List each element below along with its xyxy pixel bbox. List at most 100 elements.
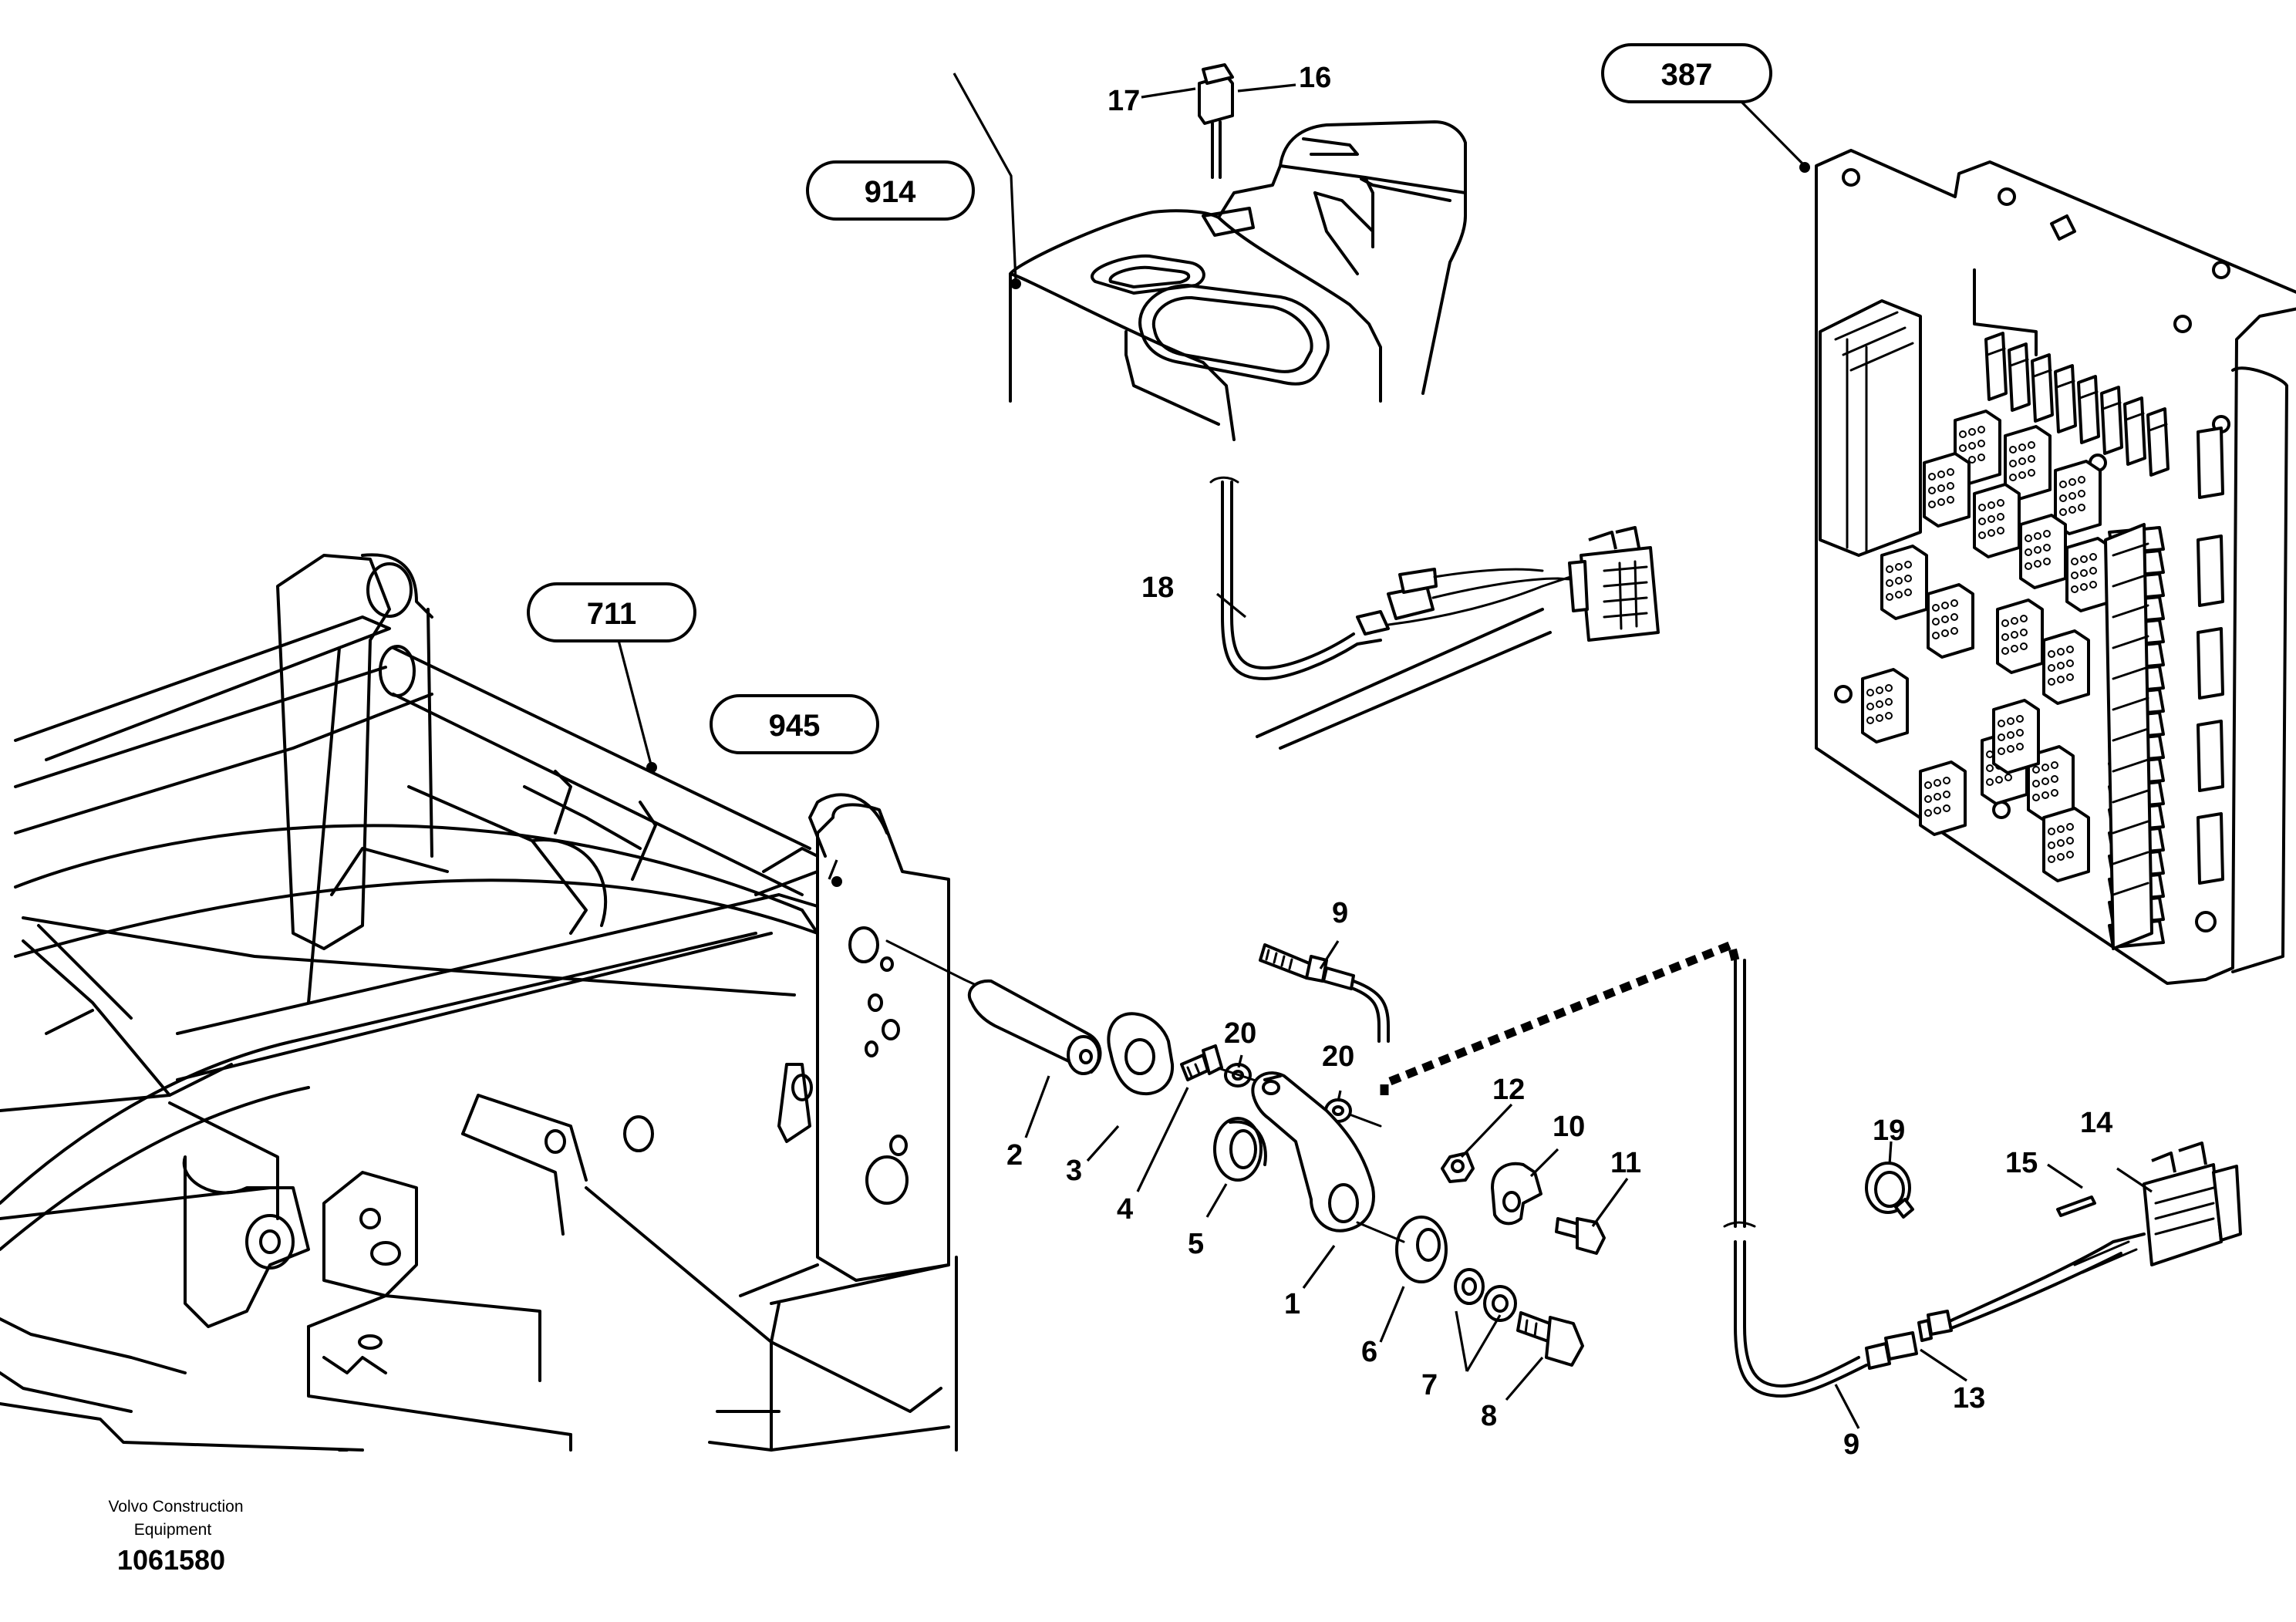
- connector-pin: [1978, 504, 1986, 511]
- callout-8: 8: [1481, 1400, 1497, 1432]
- callout-numbers: 17 16 18 9 20 20 2 3 4 5 12 10 11 1 6 7 …: [1006, 62, 2112, 1461]
- group-reference-387: 387: [1601, 43, 1772, 103]
- connector-pin: [1876, 700, 1883, 708]
- connector-pin: [1885, 698, 1893, 706]
- connector-pin: [1950, 613, 1958, 621]
- connector-pin: [2043, 530, 2051, 538]
- connector-pin: [1947, 482, 1954, 490]
- connector-pin: [1977, 440, 1985, 447]
- connector-pin: [1995, 776, 2003, 784]
- connector-pin: [2059, 494, 2067, 502]
- connector-pin: [2057, 839, 2065, 847]
- connector-pin: [2032, 780, 2040, 787]
- relay: [1984, 332, 2008, 401]
- connector-pin: [1997, 499, 2004, 507]
- connector-pin: [1924, 781, 1932, 789]
- connector-block: [1919, 760, 1967, 836]
- connector-pin: [1937, 498, 1945, 506]
- relay-detail: [2125, 412, 2145, 421]
- connector-pin: [2011, 645, 2018, 653]
- connector-pin: [2068, 492, 2076, 500]
- relay-detail: [2102, 401, 2122, 410]
- connector-pin: [1932, 632, 1940, 639]
- callout-12: 12: [1492, 1074, 1525, 1106]
- connector-pin: [1928, 501, 1936, 508]
- callout-16: 16: [1299, 62, 1331, 94]
- group-reference-711: 711: [527, 582, 696, 642]
- callout-13: 13: [1953, 1382, 1985, 1415]
- relay: [2031, 353, 2054, 423]
- connector-pin: [2016, 729, 2024, 737]
- connector-pin: [1886, 593, 1893, 601]
- connector-pin: [1941, 615, 1949, 623]
- group-label: 945: [769, 709, 821, 743]
- connector-pin: [1998, 747, 2005, 755]
- company-name-line2: Equipment: [134, 1521, 212, 1539]
- connector-block: [2042, 807, 2090, 882]
- callout-1: 1: [1284, 1288, 1300, 1320]
- connector-pin: [2020, 615, 2028, 622]
- connector-pin: [2080, 583, 2088, 591]
- connector-pin: [2028, 455, 2035, 463]
- connector-pin: [1968, 456, 1976, 464]
- connector-pin: [2048, 855, 2055, 863]
- connector-block: [1927, 583, 1974, 659]
- callout-2: 2: [1006, 1139, 1023, 1172]
- relay-detail: [2148, 423, 2168, 432]
- connector-pin: [1895, 577, 1903, 585]
- connector-pin: [2089, 581, 2097, 588]
- connector-pin: [2089, 553, 2097, 561]
- connector-pin: [2004, 774, 2012, 781]
- callout-20-right: 20: [1322, 1040, 1354, 1073]
- connector-block: [1861, 668, 1909, 744]
- connector-pin: [2041, 791, 2049, 799]
- connector-pin: [2007, 717, 2014, 725]
- connector-pin: [2043, 544, 2051, 551]
- connector-pin: [1988, 529, 1995, 537]
- group-label: 387: [1661, 58, 1713, 92]
- connector-pin: [1934, 793, 1941, 801]
- connector-pin: [1895, 563, 1903, 571]
- relay-detail: [1986, 347, 2006, 356]
- connector-pin: [2034, 546, 2041, 554]
- relay: [2123, 396, 2146, 466]
- callout-7: 7: [1421, 1369, 1438, 1401]
- connector-pin: [2059, 508, 2067, 516]
- connector-pin: [1941, 629, 1949, 637]
- callout-14: 14: [2080, 1107, 2112, 1139]
- connector-pin: [2048, 664, 2055, 672]
- connector-pin: [2032, 794, 2040, 801]
- connector-pin: [1904, 575, 1912, 582]
- connector-pin: [2071, 558, 2079, 565]
- connector-pin: [2043, 558, 2051, 565]
- connector-block: [2042, 629, 2090, 705]
- connector-pin: [2032, 766, 2040, 774]
- connector-pin: [1876, 686, 1883, 694]
- connector-pin: [2020, 642, 2028, 650]
- connector-pin: [2011, 631, 2018, 639]
- callout-4: 4: [1117, 1193, 1133, 1226]
- connector-pin: [2057, 825, 2065, 833]
- connector-pin: [2068, 506, 2076, 514]
- callout-3: 3: [1066, 1155, 1082, 1187]
- connector-pin: [2018, 443, 2026, 451]
- connector-pin: [2018, 471, 2026, 479]
- connector-pin: [2025, 562, 2032, 570]
- control-console-drawing: [1009, 63, 1467, 441]
- connector-pin: [1986, 778, 1994, 786]
- callout-10: 10: [1553, 1111, 1585, 1143]
- connector-pin: [1904, 561, 1912, 568]
- connector-block: [1923, 452, 1971, 528]
- group-reference-914: 914: [806, 160, 975, 221]
- connector-pin: [2009, 460, 2017, 467]
- connector-pin: [2078, 504, 2085, 511]
- group-label: 711: [587, 597, 637, 631]
- connector-pin: [1968, 428, 1976, 436]
- connector-pin: [1998, 733, 2005, 741]
- connector-pin: [2078, 476, 2085, 484]
- connector-pin: [2051, 761, 2058, 769]
- connector-pin: [1947, 496, 1954, 504]
- connector-pin: [1950, 627, 1958, 635]
- connector-pin: [2066, 837, 2074, 845]
